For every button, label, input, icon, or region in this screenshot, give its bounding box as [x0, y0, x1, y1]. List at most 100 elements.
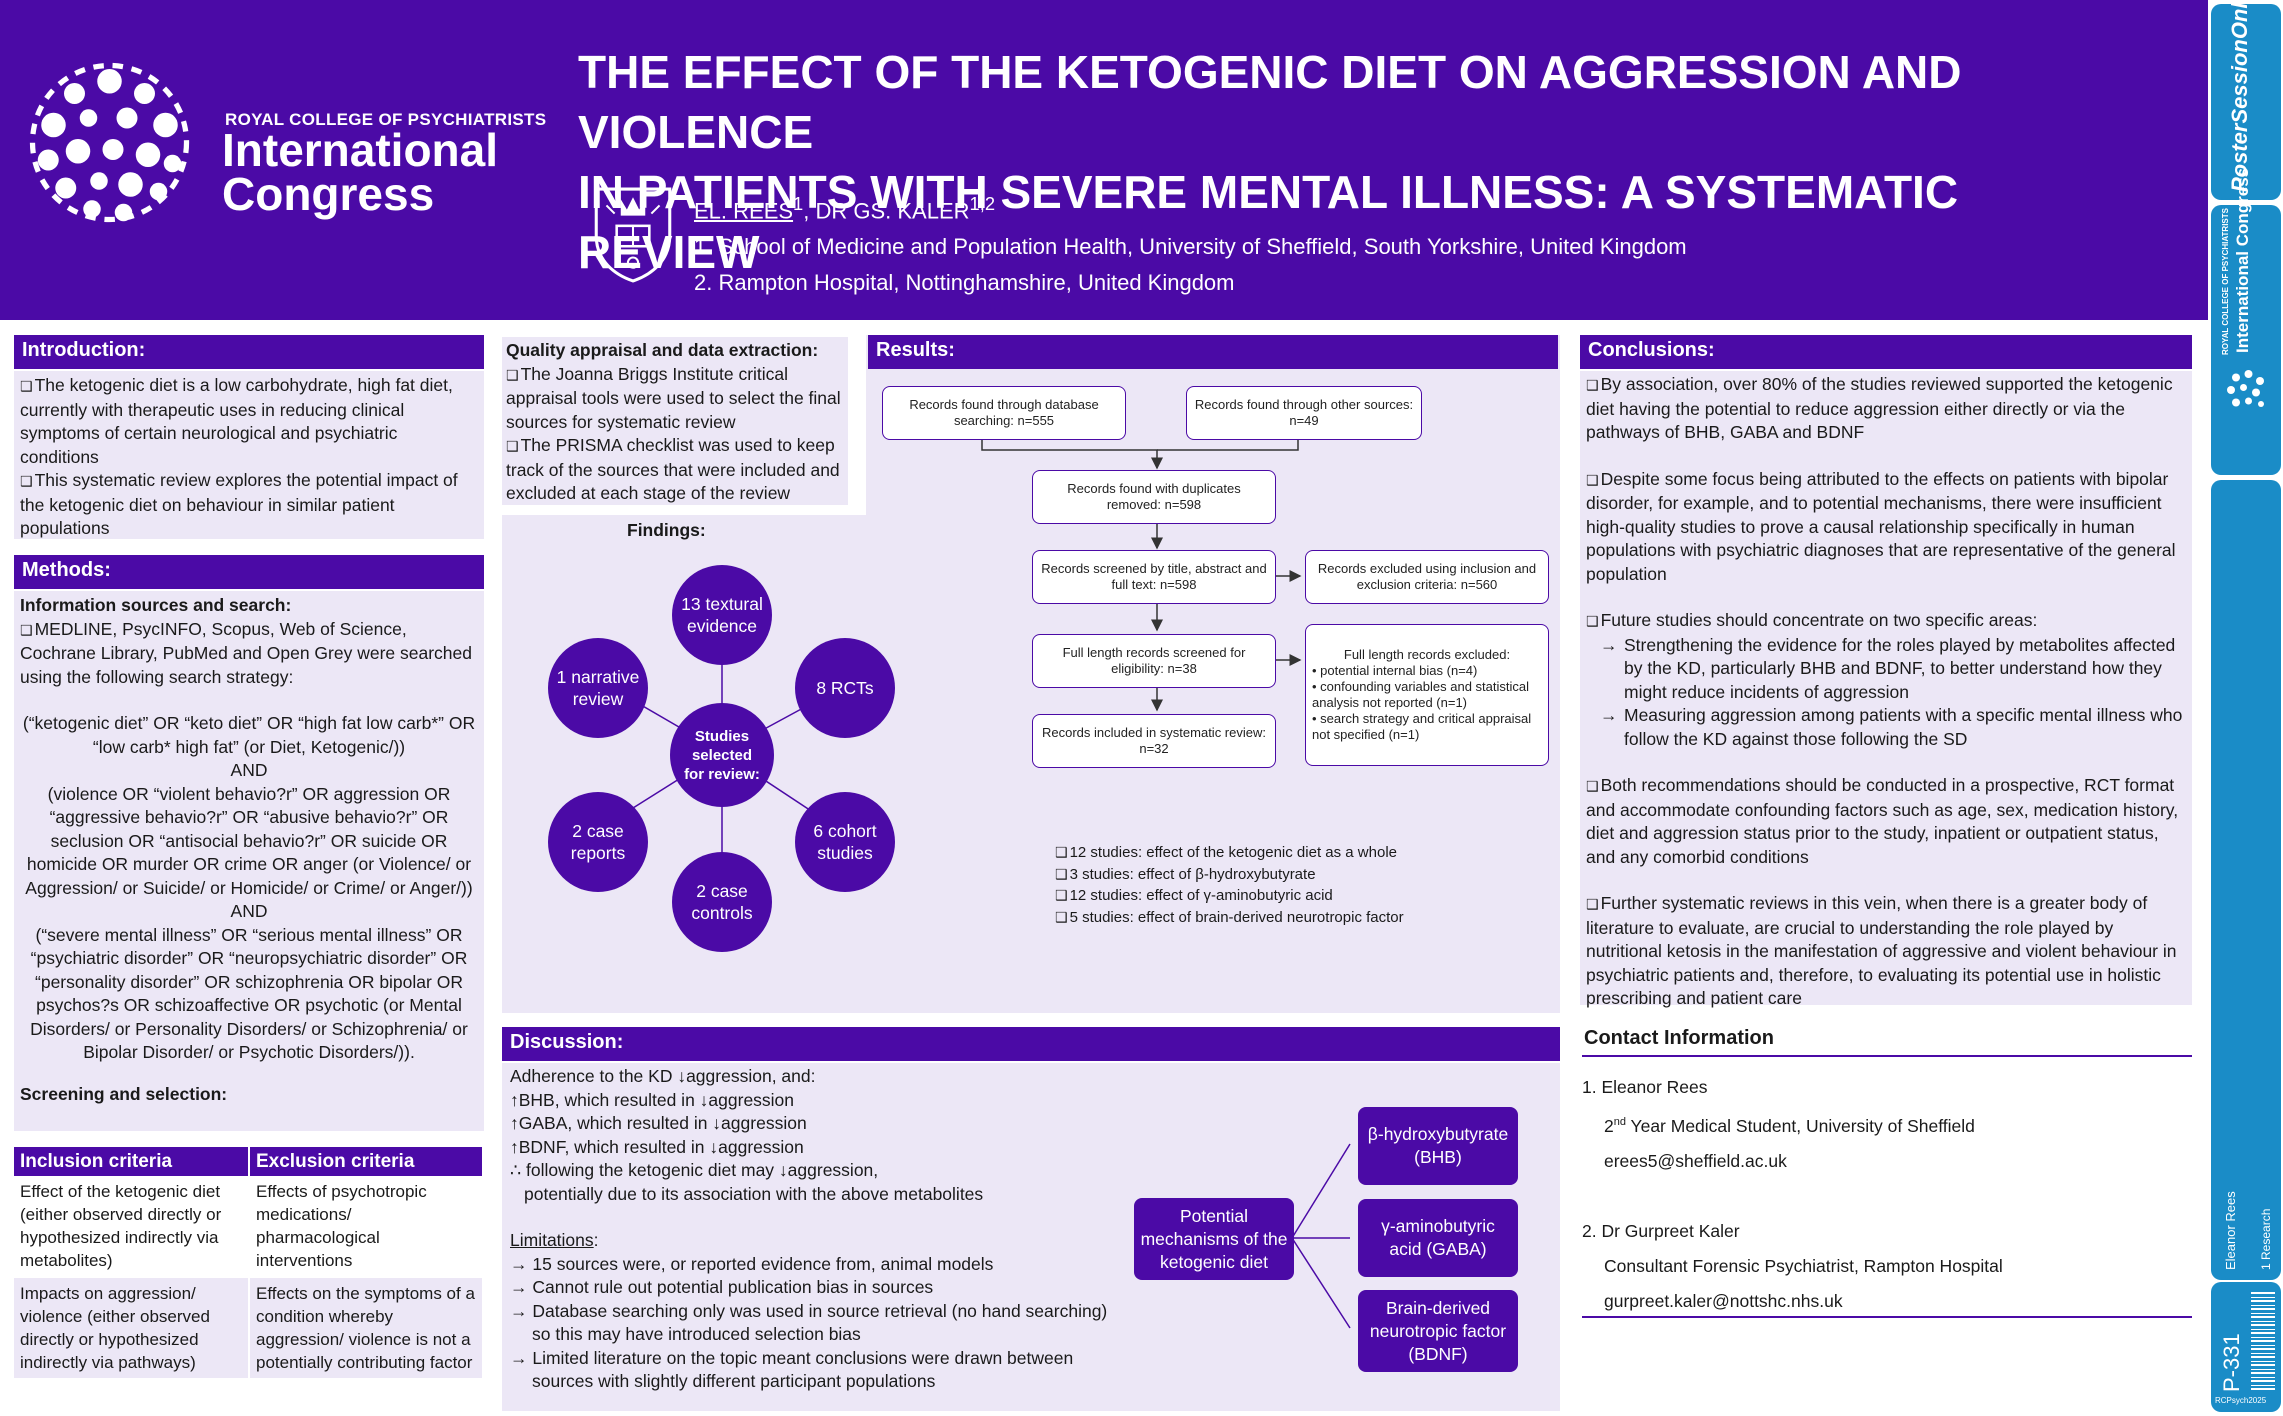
studies-item: 5 studies: effect of brain-derived neuro…: [1055, 907, 1404, 929]
quality-bullet: The Joanna Briggs Institute critical app…: [506, 363, 844, 435]
mechanism-bhb: β-hydroxybutyrate (BHB): [1358, 1107, 1518, 1185]
author-line: EL. REES1, DR GS. KALER1,2: [694, 193, 996, 224]
limitation-item: so this may have introduced selection bi…: [532, 1324, 861, 1344]
findings-heading: Findings:: [627, 520, 706, 540]
discussion-heading: Discussion:: [502, 1027, 1560, 1061]
sources-heading: Information sources and search:: [20, 595, 292, 615]
table-cell: Effect of the ketogenic diet (either obs…: [14, 1176, 250, 1278]
limitation-item: → Database searching only was used in so…: [510, 1300, 1108, 1321]
inclusion-header: Inclusion criteria: [14, 1147, 250, 1176]
introduction-body: The ketogenic diet is a low carbohydrate…: [14, 371, 484, 539]
contact-heading: Contact Information: [1582, 1027, 2192, 1057]
findings-center: Studies selected for review:: [670, 703, 774, 807]
screening-heading: Screening and selection:: [20, 1083, 228, 1104]
congress-logo-icon: [2227, 370, 2264, 407]
congress-wordmark: International Congress: [222, 124, 499, 220]
conclusion-point: Despite some focus being attributed to t…: [1586, 468, 2186, 587]
search-term-1: (“ketogenic diet” OR “keto diet” OR “hig…: [22, 713, 476, 757]
contact-2-name: 2. Dr Gurpreet Kaler: [1582, 1220, 1740, 1241]
contact-2-role: Consultant Forensic Psychiatrist, Rampto…: [1604, 1255, 2003, 1276]
contact-body: 1. Eleanor Rees 2nd Year Medical Student…: [1582, 1070, 2192, 1319]
right-sidebar: PosterSessionOnline ROYAL COLLEGE OF PSY…: [2208, 0, 2283, 1416]
poster-header: [0, 0, 2208, 320]
methods-body: Information sources and search: MEDLINE,…: [14, 591, 484, 1131]
finding-case-reports: 2 case reports: [548, 792, 648, 892]
table-row: Effect of the ketogenic diet (either obs…: [14, 1176, 484, 1278]
prisma-excluded-criteria: Records excluded using inclusion and exc…: [1305, 550, 1549, 604]
prisma-included: Records included in systematic review: n…: [1032, 714, 1276, 768]
barcode: [2251, 1290, 2275, 1390]
conclusion-point: Both recommendations should be conducted…: [1586, 774, 2186, 869]
studies-item: 3 studies: effect of β-hydroxybutyrate: [1055, 864, 1404, 886]
search-and-1: AND: [230, 760, 268, 780]
contact-1-role: 2nd Year Medical Student, University of …: [1604, 1115, 1975, 1136]
university-crest-icon: [594, 187, 672, 283]
methods-heading: Methods:: [14, 555, 484, 589]
prisma-duplicates: Records found with duplicates removed: n…: [1032, 470, 1276, 524]
limitation-item: → 15 sources were, or reported evidence …: [510, 1253, 994, 1274]
finding-case-controls: 2 case controls: [672, 852, 772, 952]
limitations-heading: Limitations:: [510, 1230, 599, 1250]
table-cell: Effects on the symptoms of a condition w…: [249, 1277, 484, 1380]
sidebar-tab-congress[interactable]: ROYAL COLLEGE OF PSYCHIATRISTS Internati…: [2211, 168, 2281, 475]
prisma-screened: Records screened by title, abstract and …: [1032, 550, 1276, 604]
exclusion-header: Exclusion criteria: [249, 1147, 484, 1176]
conclusion-point: Future studies should concentrate on two…: [1586, 609, 2186, 634]
author-presenting: EL. REES: [694, 198, 794, 224]
contact-2-email[interactable]: gurpreet.kaler@nottshc.nhs.uk: [1604, 1290, 1843, 1311]
table-cell: Effects of psychotropic medications/ pha…: [249, 1176, 484, 1278]
quality-body: Quality appraisal and data extraction: T…: [502, 337, 848, 505]
prisma-other: Records found through other sources: n=4…: [1186, 386, 1422, 440]
contact-1-email[interactable]: erees5@sheffield.ac.uk: [1604, 1150, 1787, 1171]
criteria-table: Inclusion criteria Exclusion criteria Ef…: [14, 1147, 484, 1380]
conclusions-heading: Conclusions:: [1580, 335, 2192, 369]
quality-heading: Quality appraisal and data extraction:: [506, 340, 819, 360]
limitation-item: → Cannot rule out potential publication …: [510, 1277, 934, 1297]
congress-logo-icon: [29, 62, 190, 223]
mechanism-center: Potential mechanisms of the ketogenic di…: [1134, 1198, 1294, 1280]
finding-rcts: 8 RCTs: [795, 638, 895, 738]
affiliation-1: 1. School of Medicine and Population Hea…: [694, 234, 1687, 260]
author-block: EL. REES1, DR GS. KALER1,2 1. School of …: [694, 186, 1687, 301]
introduction-heading: Introduction:: [14, 335, 484, 369]
prisma-excluded-full: Full length records excluded: • potentia…: [1305, 624, 1549, 766]
mechanism-gaba: γ-aminobutyric acid (GABA): [1358, 1199, 1518, 1277]
mechanism-bdnf: Brain-derived neurotropic factor (BDNF): [1358, 1290, 1518, 1372]
limitation-item: → Limited literature on the topic meant …: [510, 1347, 1074, 1368]
discussion-text: Adherence to the KD ↓aggression, and: ↑B…: [510, 1065, 1130, 1394]
conclusion-subpoint: →Measuring aggression among patients wit…: [1600, 705, 2183, 749]
criteria-table-wrap: Inclusion criteria Exclusion criteria Ef…: [14, 1147, 484, 1380]
limitation-item: sources with slightly different particip…: [532, 1371, 936, 1391]
studies-item: 12 studies: effect of the ketogenic diet…: [1055, 842, 1404, 864]
search-term-2: (violence OR “violent behavio?r” OR aggr…: [25, 783, 473, 898]
conclusion-point: By association, over 80% of the studies …: [1586, 373, 2186, 445]
finding-narrative-review: 1 narrative review: [548, 638, 648, 738]
results-heading: Results:: [868, 335, 1558, 369]
intro-bullet: This systematic review explores the pote…: [20, 469, 478, 541]
contact-divider: [1582, 1316, 2192, 1318]
search-and-2: AND: [230, 901, 268, 921]
prisma-full-length: Full length records screened for eligibi…: [1032, 634, 1276, 688]
prisma-database: Records found through database searching…: [882, 386, 1126, 440]
table-row: Impacts on aggression/ violence (either …: [14, 1277, 484, 1380]
sidebar-tab-id: P-331 RCPsych2025: [2211, 1282, 2281, 1412]
sidebar-tab-info[interactable]: Eleanor Rees 1 Research: [2211, 480, 2281, 1280]
affiliation-2: 2. Rampton Hospital, Nottinghamshire, Un…: [694, 270, 1235, 296]
conclusion-subpoint: →Strengthening the evidence for the role…: [1600, 634, 2176, 702]
poster-title: THE EFFECT OF THE KETOGENIC DIET ON AGGR…: [578, 46, 1962, 278]
table-cell: Impacts on aggression/ violence (either …: [14, 1277, 250, 1380]
sources-bullet: MEDLINE, PsycINFO, Scopus, Web of Scienc…: [20, 618, 478, 690]
college-name-small: ROYAL COLLEGE OF PSYCHIATRISTS: [225, 110, 547, 129]
search-term-3: (“severe mental illness” OR “serious men…: [30, 924, 468, 1063]
intro-bullet: The ketogenic diet is a low carbohydrate…: [20, 374, 478, 469]
quality-bullet: The PRISMA checklist was used to keep tr…: [506, 434, 844, 506]
contact-1-name: 1. Eleanor Rees: [1582, 1077, 1708, 1097]
sidebar-tab-pso[interactable]: PosterSessionOnline: [2211, 0, 2281, 200]
finding-cohort-studies: 6 cohort studies: [795, 792, 895, 892]
mechanism-connectors: [1292, 1143, 1351, 1329]
conclusions-body: By association, over 80% of the studies …: [1580, 371, 2192, 1008]
conclusion-point: Further systematic reviews in this vein,…: [1586, 892, 2186, 1011]
finding-textural-evidence: 13 textural evidence: [672, 565, 772, 665]
studies-list: 12 studies: effect of the ketogenic diet…: [1055, 842, 1404, 928]
quality-panel: Quality appraisal and data extraction: T…: [502, 335, 866, 515]
